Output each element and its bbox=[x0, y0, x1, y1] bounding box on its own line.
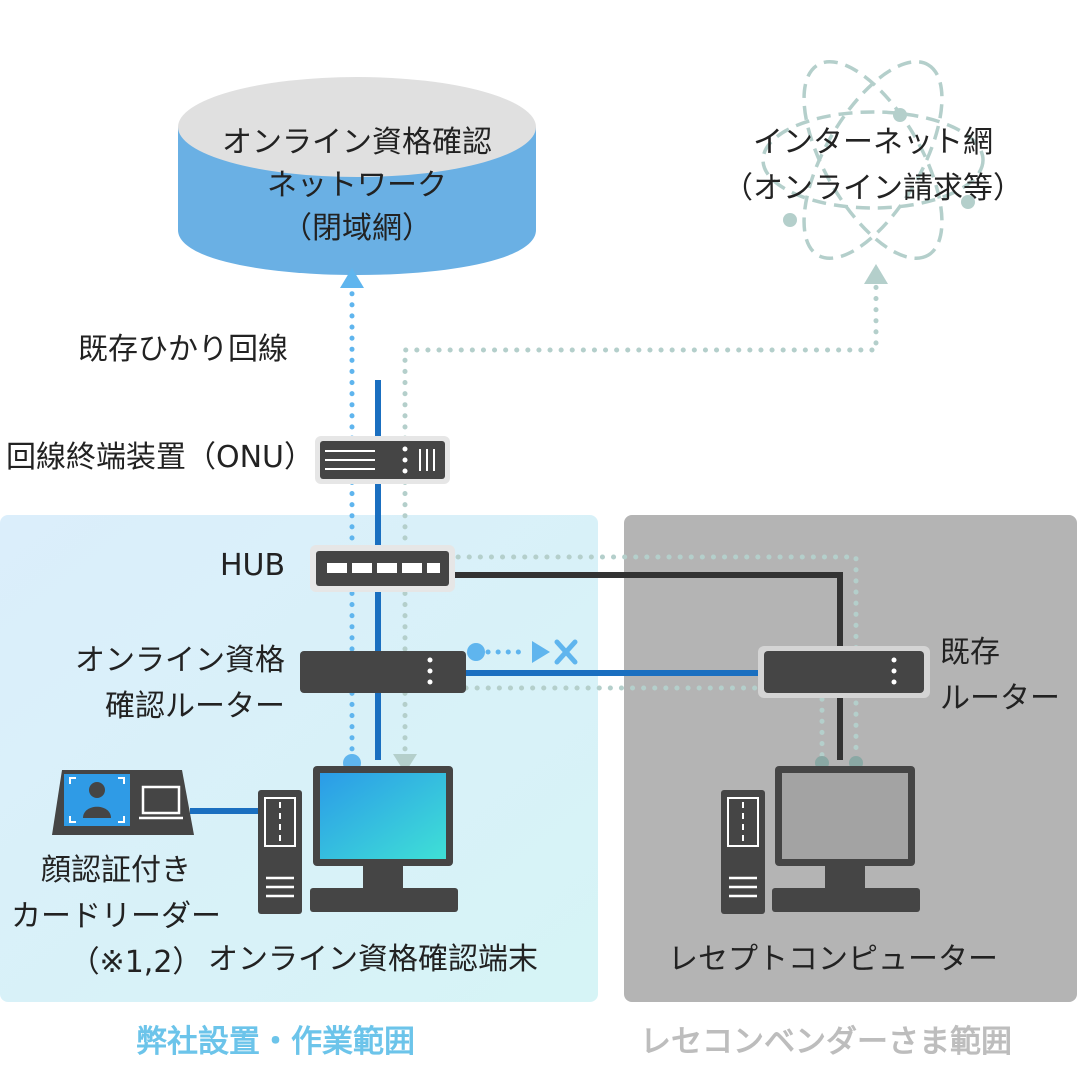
blocked-x-icon bbox=[554, 639, 578, 665]
optical-line-label: 既存ひかり回線 bbox=[78, 332, 288, 367]
terminal-arrowhead-icon bbox=[393, 754, 417, 773]
onu-label: 回線終端装置（ONU） bbox=[6, 440, 315, 475]
receipt-computer-device bbox=[721, 766, 920, 914]
closed-network-line3: （閉域網） bbox=[282, 211, 432, 246]
our-scope-title: 弊社設置・作業範囲 bbox=[136, 1024, 415, 1060]
oqa-router-label: オンライン資格 確認ルーター bbox=[30, 638, 285, 730]
blocked-route bbox=[467, 639, 578, 665]
card-reader-line2: カードリーダー bbox=[11, 899, 221, 934]
our-scope-panel bbox=[0, 515, 598, 1002]
oqa-terminal-device bbox=[258, 766, 458, 914]
internet-label: インターネット網 （オンライン請求等） bbox=[716, 120, 1030, 212]
internet-line1: インターネット網 bbox=[753, 125, 993, 160]
internet-arrowhead-icon bbox=[864, 264, 888, 284]
existing-router-line2: ルーター bbox=[940, 681, 1060, 716]
existing-router-device bbox=[758, 646, 930, 698]
closed-network-cylinder bbox=[178, 77, 536, 275]
closed-network-line2: ネットワーク bbox=[267, 168, 447, 203]
internet-line2: （オンライン請求等） bbox=[723, 171, 1023, 206]
hub-device bbox=[310, 545, 455, 592]
closed-network-line1: オンライン資格確認 bbox=[222, 125, 492, 160]
oqa-router-line1: オンライン資格 bbox=[75, 643, 285, 678]
closed-network-label: オンライン資格確認 ネットワーク （閉域網） bbox=[178, 121, 536, 250]
vendor-scope-title: レセコンベンダーさま範囲 bbox=[640, 1024, 1012, 1060]
onu-device bbox=[315, 436, 450, 484]
vendor-scope-panel bbox=[624, 515, 1077, 1002]
receipt-computer-label: レセプトコンピューター bbox=[668, 942, 998, 977]
card-reader-label: 顔認証付き カードリーダー （※1,2） bbox=[0, 848, 232, 986]
card-reader-line1: 顔認証付き bbox=[41, 853, 191, 888]
card-reader-device bbox=[52, 770, 194, 835]
internet-atom-dots bbox=[783, 108, 975, 227]
face-icon bbox=[89, 782, 105, 798]
card-reader-line3: （※1,2） bbox=[69, 945, 203, 980]
existing-router-label: 既存 ルーター bbox=[940, 630, 1060, 722]
oqa-router-line2: 確認ルーター bbox=[105, 689, 285, 724]
oqa-terminal-label: オンライン資格確認端末 bbox=[208, 942, 538, 977]
internet-atom-icon bbox=[761, 60, 985, 260]
hub-label: HUB bbox=[220, 548, 286, 583]
oqa-router-device bbox=[300, 651, 466, 693]
existing-router-line1: 既存 bbox=[940, 635, 1000, 670]
closed-network-arrowhead-icon bbox=[340, 268, 364, 288]
